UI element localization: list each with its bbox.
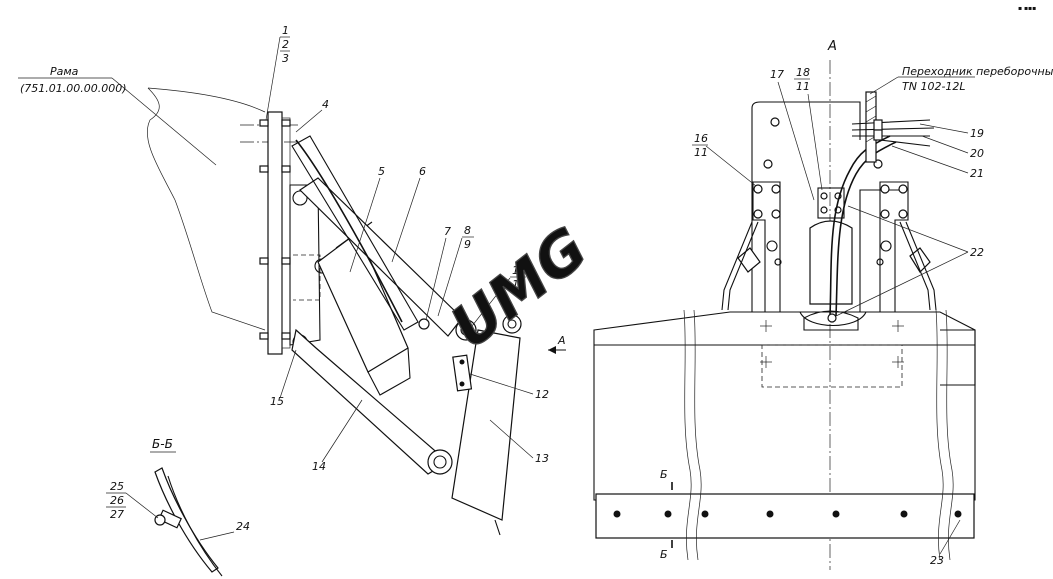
frame-label-code: (751.01.00.00.000) — [20, 82, 127, 95]
front-view: А — [593, 39, 1053, 570]
section-view: Б-Б 25 26 27 24 — [106, 437, 250, 577]
plate-bolts — [259, 119, 291, 340]
corner-mark: ▪ ▪▪▪ — [1018, 5, 1036, 12]
cut-mark-bottom: Б — [660, 548, 668, 561]
callout-22: 22 — [970, 246, 984, 259]
callout-1: 1 — [282, 24, 289, 37]
callout-18-sub: 11 — [796, 80, 810, 93]
right-bracket — [879, 181, 937, 313]
callout-15: 15 — [270, 395, 284, 408]
callout-19: 19 — [970, 127, 984, 140]
side-view: Рама (751.01.00.00.000) — [18, 24, 601, 536]
frame-label-name: Рама — [50, 65, 79, 78]
callout-12: 12 — [535, 388, 549, 401]
front-hose-2 — [835, 141, 897, 317]
callout-27: 27 — [110, 508, 124, 521]
callout-17: 17 — [770, 68, 784, 81]
callout-16: 16 — [694, 132, 708, 145]
mount-plate — [267, 111, 283, 355]
view-a-title: А — [827, 39, 837, 54]
callout-24: 24 — [236, 520, 250, 533]
blade-post — [451, 329, 521, 521]
upper-link — [299, 177, 463, 337]
callout-18: 18 — [796, 66, 810, 79]
callout-26: 26 — [110, 494, 124, 507]
cut-mark-top: Б — [660, 468, 668, 481]
callout-8: 8 — [464, 224, 471, 237]
callout-25: 25 — [110, 480, 124, 493]
bracket-12 — [452, 354, 473, 392]
callout-3: 3 — [282, 52, 289, 65]
callouts-right: 16 11 17 18 11 19 20 21 22 23 — [692, 66, 984, 567]
cutting-strip — [595, 493, 975, 539]
callout-23: 23 — [930, 554, 944, 567]
callout-5: 5 — [378, 165, 385, 178]
cutting-edge — [154, 467, 219, 573]
callout-6: 6 — [419, 165, 426, 178]
callout-21: 21 — [970, 167, 984, 180]
callout-16-sub: 11 — [694, 146, 708, 159]
callout-10: 10 — [512, 264, 526, 277]
hydraulic-hose — [295, 139, 403, 323]
blade — [593, 309, 976, 561]
callout-13: 13 — [535, 452, 549, 465]
upper-pivot — [455, 319, 477, 341]
left-bracket — [721, 181, 781, 313]
upper-plate — [751, 101, 905, 312]
callout-4: 4 — [322, 98, 329, 111]
frame-leader — [111, 77, 217, 166]
section-title: Б-Б — [152, 437, 173, 451]
view-arrow-label: А — [557, 334, 566, 347]
callout-9: 9 — [464, 238, 471, 251]
lower-hinge — [427, 449, 453, 475]
frame-outline — [146, 87, 266, 331]
callouts-left: 1 2 3 4 5 6 7 8 9 10 11 12 13 — [265, 24, 549, 473]
adapter-note-model: TN 102-12L — [902, 80, 966, 93]
callout-20: 20 — [970, 147, 984, 160]
callout-14: 14 — [312, 460, 326, 473]
callout-7: 7 — [444, 225, 451, 238]
callout-2: 2 — [282, 38, 289, 51]
adapter-note-name: Переходник переборочный — [902, 65, 1053, 78]
hose-bracket — [291, 135, 419, 331]
callout-11: 11 — [512, 278, 526, 291]
